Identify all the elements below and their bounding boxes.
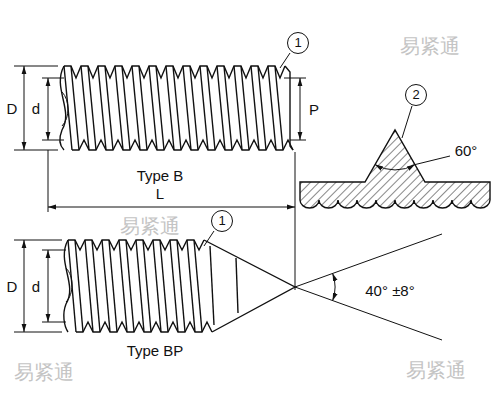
callout-number: 2 [412, 88, 419, 102]
dimension-label: D [5, 100, 20, 117]
type-bp-thread [64, 240, 295, 332]
dimension-label: 60° [453, 142, 480, 159]
dimension-label: Type BP [125, 342, 186, 359]
callout-number: 1 [218, 214, 225, 228]
dimension-label: D [5, 278, 20, 295]
dimension-label: d [30, 100, 42, 117]
watermark: 易紧通 [118, 218, 182, 235]
dimension-label: d [30, 278, 42, 295]
callout-circle: 1 [211, 210, 233, 232]
dimension-label: L [154, 185, 166, 202]
thread-profile [300, 130, 490, 208]
dimension-label: Type B [135, 167, 186, 184]
watermark: 易紧通 [12, 364, 76, 381]
dimension-label: 40° ±8° [363, 282, 416, 299]
watermark: 易紧通 [398, 38, 462, 55]
callout-circle: 1 [287, 32, 309, 54]
type-b-thread [60, 66, 293, 150]
callout-number: 1 [294, 36, 301, 50]
callout-circle: 2 [405, 84, 427, 106]
dimension-label: P [307, 101, 321, 118]
watermark: 易紧通 [404, 362, 468, 379]
